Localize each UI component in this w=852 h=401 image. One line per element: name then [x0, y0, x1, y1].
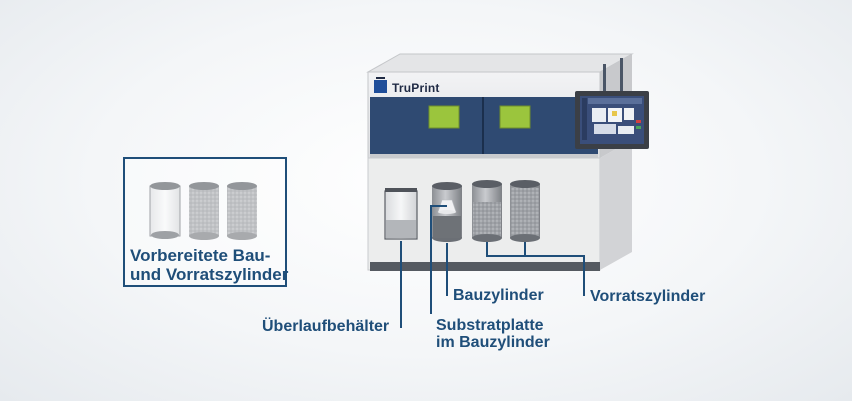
prepared-cylinder-powder-1: [189, 182, 219, 240]
label-vorratszylinder: Vorratszylinder: [590, 288, 706, 305]
label-bauzylinder: Bauzylinder: [453, 287, 544, 304]
truprint-logo-icon: [374, 77, 387, 93]
supply-cylinder-1: [472, 180, 502, 242]
label-ueberlaufbehaelter: Überlaufbehälter: [262, 318, 390, 335]
touchscreen-display: [575, 91, 649, 149]
leader-lines: [400, 205, 585, 328]
inset-title-line2: und Vorratszylinder: [130, 265, 289, 284]
inset-title-line1: Vorbereitete Bau-: [130, 246, 271, 265]
label-substratplatte-line1: Substratplatte: [436, 317, 544, 334]
leader-vorrat-bracket: [486, 242, 526, 257]
viewing-window-right: [499, 105, 531, 129]
prepared-cylinders-inset: [123, 157, 287, 287]
overflow-container: [384, 188, 418, 240]
prepared-cylinder-powder-2: [227, 182, 257, 240]
supply-cylinder-2: [510, 180, 540, 242]
build-chamber: [370, 97, 598, 158]
build-cylinder: [432, 182, 462, 242]
prepared-cylinder-empty: [149, 182, 181, 239]
leader-substratplatte: [430, 205, 447, 314]
machine-brand-label: TruPrint: [392, 81, 440, 95]
viewing-window-left: [428, 105, 460, 129]
leader-vorratszylinder: [525, 255, 585, 296]
label-substratplatte-line2: im Bauzylinder: [436, 334, 550, 351]
